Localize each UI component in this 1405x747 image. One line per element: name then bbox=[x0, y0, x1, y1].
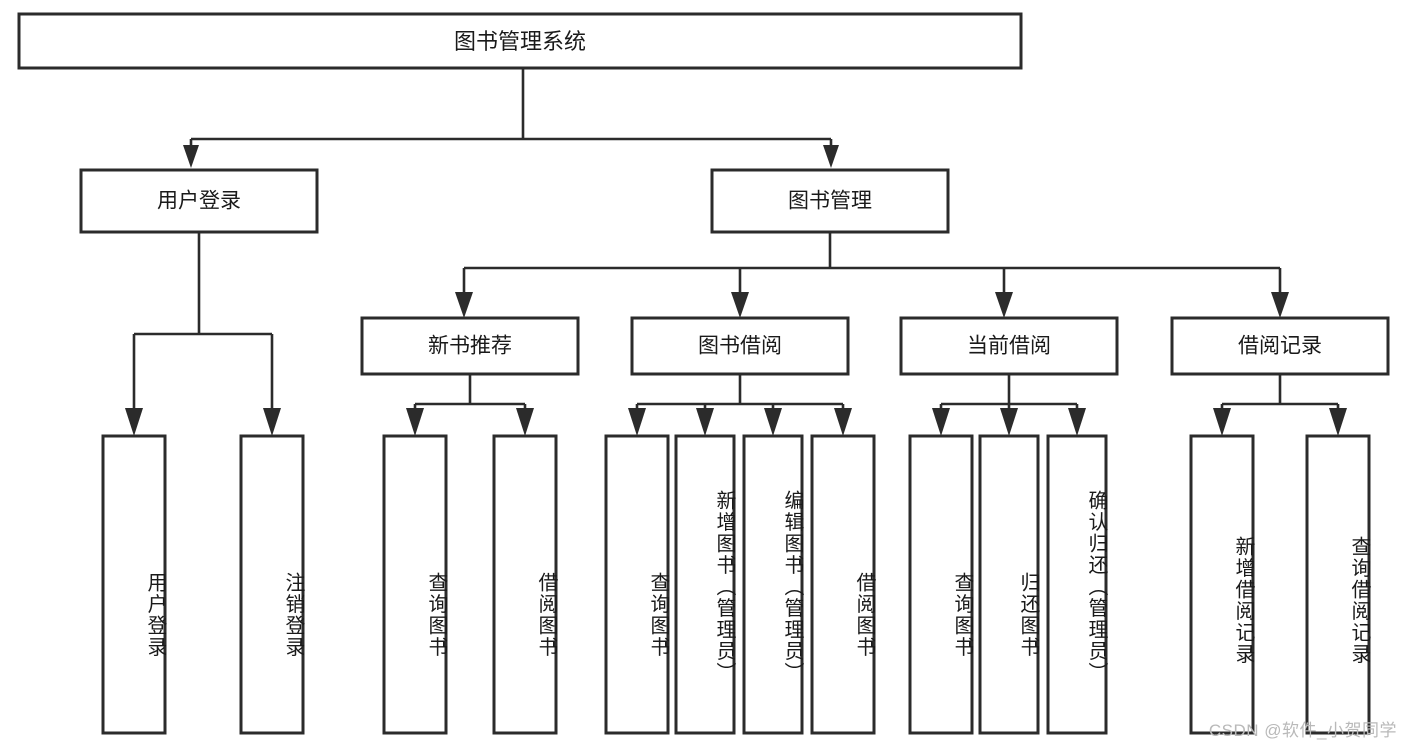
node-leaf-add-book-box[interactable] bbox=[674, 434, 736, 735]
node-leaf-logout-login-box[interactable] bbox=[239, 434, 305, 735]
watermark: CSDN @软件_小贺同学 bbox=[1208, 721, 1397, 740]
node-leaf-user-login-box[interactable] bbox=[101, 434, 167, 735]
arrow-book-borrow-icon bbox=[731, 292, 749, 318]
arrow-leaf-query-borrow-record-icon bbox=[1329, 408, 1347, 436]
arrow-leaf-logout-login-icon bbox=[263, 408, 281, 436]
node-leaf-confirm-return-box[interactable] bbox=[1046, 434, 1108, 735]
node-book-manage-box[interactable] bbox=[710, 168, 950, 234]
node-book-manage[interactable]: 图书管理 bbox=[710, 168, 950, 234]
arrow-leaf-confirm-return-icon bbox=[1068, 408, 1086, 436]
node-leaf-edit-book-box[interactable] bbox=[742, 434, 804, 735]
node-borrow-record-label: 借阅记录 bbox=[1238, 335, 1322, 358]
node-book-manage-label: 图书管理 bbox=[788, 190, 872, 213]
arrow-leaf-borrow-book-1-icon bbox=[516, 408, 534, 436]
arrow-leaf-query-book-2-icon bbox=[628, 408, 646, 436]
node-current-borrow-box[interactable] bbox=[899, 316, 1119, 376]
node-root-label: 图书管理系统 bbox=[454, 29, 586, 54]
arrow-leaf-edit-book-icon bbox=[764, 408, 782, 436]
node-leaf-add-borrow-record-box[interactable] bbox=[1189, 434, 1255, 735]
node-book-borrow-box[interactable] bbox=[630, 316, 850, 376]
node-current-borrow[interactable]: 当前借阅 bbox=[899, 316, 1119, 376]
node-root-box[interactable] bbox=[17, 12, 1023, 70]
node-borrow-record[interactable]: 借阅记录 bbox=[1170, 316, 1390, 376]
node-leaf-return-book-box[interactable] bbox=[978, 434, 1040, 735]
node-new-book-recommend-label: 新书推荐 bbox=[428, 335, 512, 358]
node-user-login[interactable]: 用户登录 bbox=[79, 168, 319, 234]
node-user-login-label: 用户登录 bbox=[157, 190, 241, 213]
arrow-leaf-borrow-book-2-icon bbox=[834, 408, 852, 436]
arrow-leaf-query-book-1-icon bbox=[406, 408, 424, 436]
node-leaf-query-book-3-box[interactable] bbox=[908, 434, 974, 735]
arrow-current-borrow-icon bbox=[995, 292, 1013, 318]
arrow-leaf-add-borrow-record-icon bbox=[1213, 408, 1231, 436]
arrow-leaf-query-book-3-icon bbox=[932, 408, 950, 436]
arrow-leaf-add-book-icon bbox=[696, 408, 714, 436]
node-book-borrow-label: 图书借阅 bbox=[698, 335, 782, 358]
arrow-borrow-record-icon bbox=[1271, 292, 1289, 318]
node-current-borrow-label: 当前借阅 bbox=[967, 335, 1051, 358]
arrow-to-book-manage-icon bbox=[823, 145, 839, 168]
node-book-borrow[interactable]: 图书借阅 bbox=[630, 316, 850, 376]
arrow-leaf-return-book-icon bbox=[1000, 408, 1018, 436]
node-leaf-borrow-book-2-box[interactable] bbox=[810, 434, 876, 735]
arrow-new-book-recommend-icon bbox=[455, 292, 473, 318]
node-leaf-borrow-book-1-box[interactable] bbox=[492, 434, 558, 735]
node-borrow-record-box[interactable] bbox=[1170, 316, 1390, 376]
node-leaf-query-borrow-record-box[interactable] bbox=[1305, 434, 1371, 735]
node-leaf-query-book-1-box[interactable] bbox=[382, 434, 448, 735]
node-new-book-recommend[interactable]: 新书推荐 bbox=[360, 316, 580, 376]
node-leaf-query-book-2-box[interactable] bbox=[604, 434, 670, 735]
node-root[interactable]: 图书管理系统 bbox=[17, 12, 1023, 70]
node-new-book-recommend-box[interactable] bbox=[360, 316, 580, 376]
arrow-leaf-user-login-icon bbox=[125, 408, 143, 436]
arrow-to-user-login-icon bbox=[183, 145, 199, 168]
